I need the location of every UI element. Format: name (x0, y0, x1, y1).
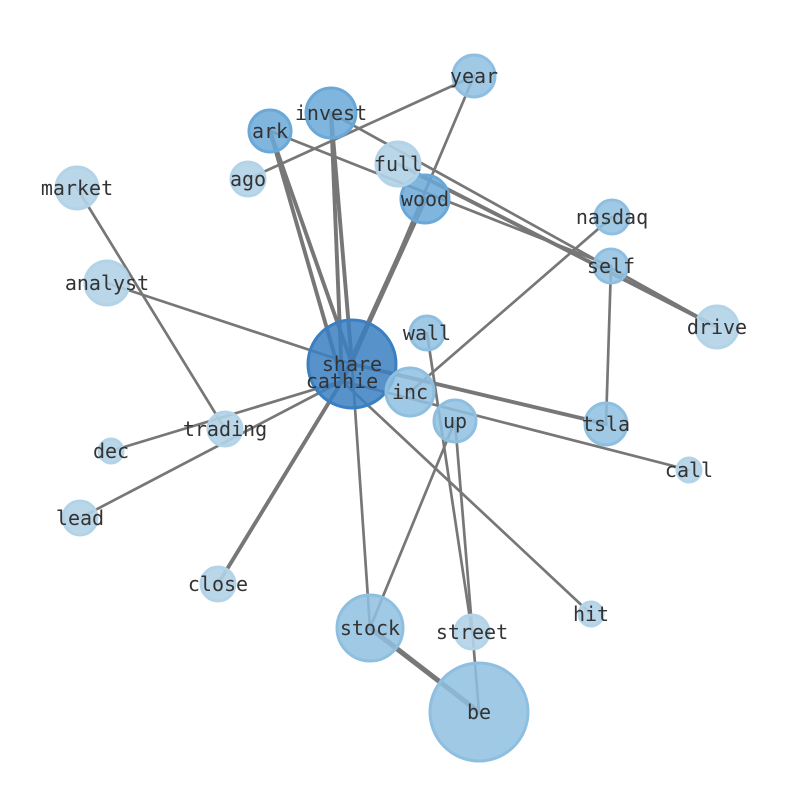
edge-stock-up (368, 419, 457, 630)
node-label-analyst: analyst (65, 271, 149, 295)
node-label-up: up (443, 409, 467, 433)
node-label-invest: invest (295, 101, 367, 125)
edge-self-tsla (604, 264, 613, 426)
node-label-share: share (322, 352, 382, 376)
node-inc (384, 366, 436, 418)
node-circle-ark (247, 108, 293, 154)
node-label-lead: lead (56, 506, 104, 530)
node-tsla (583, 401, 629, 447)
node-label-ago: ago (230, 167, 266, 191)
node-dec (97, 437, 125, 465)
node-ark (247, 108, 293, 154)
node-label-street: street (436, 620, 508, 644)
node-market (54, 165, 100, 211)
node-circle-wall (408, 314, 446, 352)
edge-cathie-lead (78, 379, 344, 520)
node-circle-up (432, 398, 478, 444)
node-wall (408, 314, 446, 352)
node-label-drive: drive (687, 315, 747, 339)
node-self (592, 247, 630, 285)
node-label-trading: trading (183, 417, 267, 441)
node-invest (304, 86, 358, 140)
node-label-self: self (587, 254, 635, 278)
edge-full-drive (396, 162, 719, 329)
node-label-full: full (374, 152, 422, 176)
node-label-call: call (665, 458, 713, 482)
node-label-stock: stock (340, 616, 400, 640)
node-label-tsla: tsla (582, 412, 630, 436)
edge-nasdaq-inc (408, 215, 614, 394)
node-label-dec: dec (93, 439, 129, 463)
node-circle-market (54, 165, 100, 211)
edge-ago-year (246, 74, 476, 181)
node-label-ark: ark (252, 119, 288, 143)
node-label-be: be (467, 700, 491, 724)
node-circle-close (199, 565, 237, 603)
node-circle-tsla (583, 401, 629, 447)
node-street (453, 613, 491, 651)
node-label-market: market (41, 176, 113, 200)
node-circle-drive (694, 304, 740, 350)
node-circle-call (675, 456, 703, 484)
node-circle-stock (335, 593, 405, 663)
node-circle-dec (97, 437, 125, 465)
node-call (675, 456, 703, 484)
node-full (374, 140, 422, 188)
node-be (428, 661, 530, 763)
node-circle-hit (577, 600, 605, 628)
node-circle-invest (304, 86, 358, 140)
node-circle-inc (384, 366, 436, 418)
node-analyst (83, 259, 131, 307)
node-label-wall: wall (403, 321, 451, 345)
node-circle-lead (61, 499, 99, 537)
edge-market-trading (75, 186, 227, 431)
node-circle-analyst (83, 259, 131, 307)
node-circle-share (306, 318, 398, 410)
node-lead (61, 499, 99, 537)
edge-street-wall (425, 331, 474, 634)
node-circle-ago (229, 160, 267, 198)
node-up (432, 398, 478, 444)
node-circle-be (428, 661, 530, 763)
node-trading (206, 410, 244, 448)
node-close (199, 565, 237, 603)
node-label-inc: inc (392, 380, 428, 404)
node-share (306, 318, 398, 410)
node-nasdaq (593, 198, 631, 236)
node-circle-self (592, 247, 630, 285)
node-circle-street (453, 613, 491, 651)
node-label-year: year (450, 64, 498, 88)
node-label-nasdaq: nasdaq (576, 205, 648, 229)
node-ago (229, 160, 267, 198)
node-wood (399, 173, 451, 225)
node-stock (335, 593, 405, 663)
node-circle-nasdaq (593, 198, 631, 236)
node-circle-wood (399, 173, 451, 225)
edge-cathie-hit (340, 379, 593, 616)
node-circle-trading (206, 410, 244, 448)
node-drive (694, 304, 740, 350)
node-label-wood: wood (401, 187, 449, 211)
node-circle-year (451, 53, 497, 99)
node-label-close: close (188, 572, 248, 596)
node-label-cathie: cathie (306, 369, 378, 393)
node-label-hit: hit (573, 602, 609, 626)
node-circle-full (374, 140, 422, 188)
edges-layer (75, 74, 719, 715)
node-hit (577, 600, 605, 628)
node-year (451, 53, 497, 99)
